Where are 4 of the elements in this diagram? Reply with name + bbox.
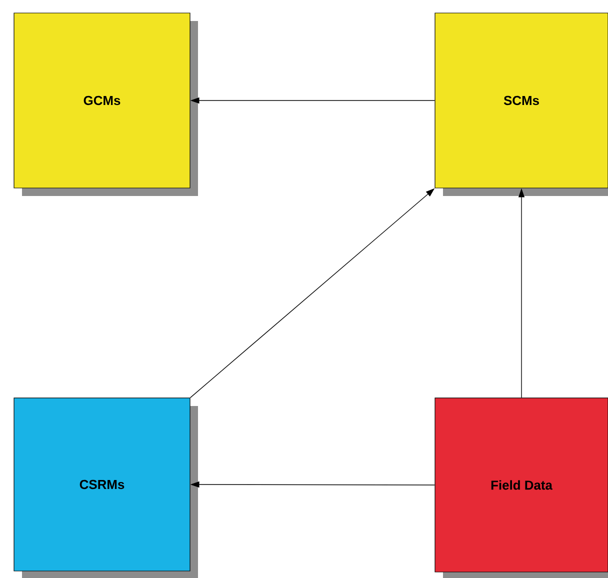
model-box: SCMs (434, 12, 608, 196)
model-box: CSRMs (14, 398, 198, 578)
model-box: Field Data (434, 398, 608, 578)
model-box: GCMs (14, 12, 198, 196)
